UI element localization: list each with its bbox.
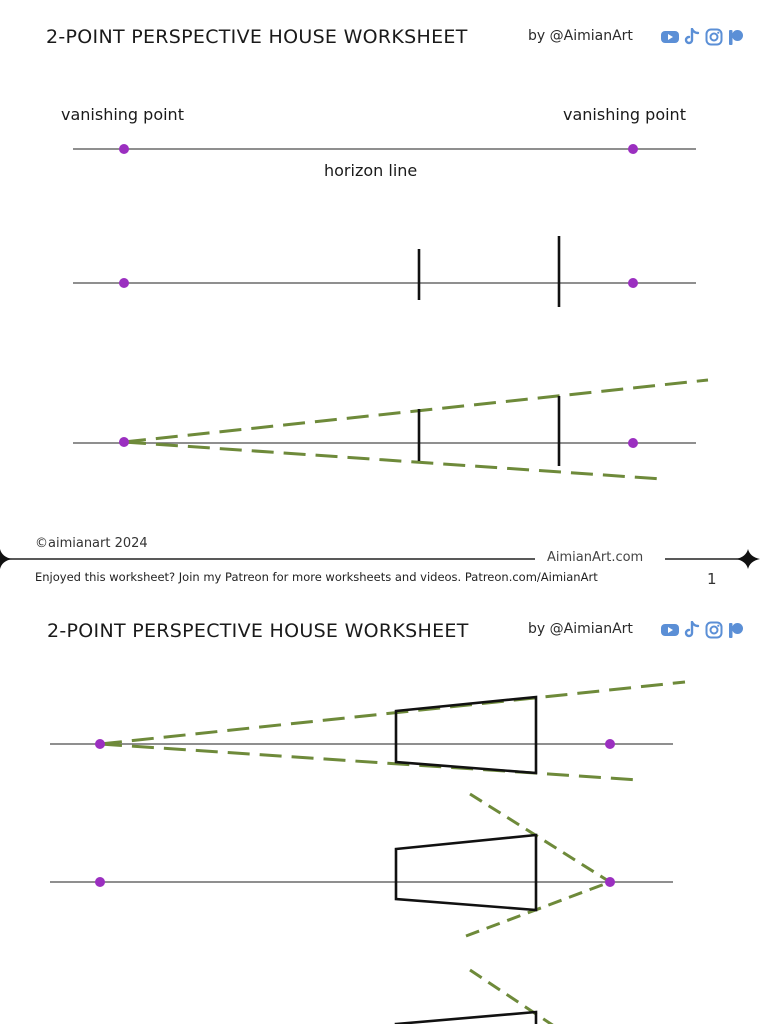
guide-line-upper-a — [99, 680, 686, 746]
patreon-icon[interactable] — [728, 622, 744, 639]
sparkle-right-icon — [736, 549, 760, 569]
youtube-icon[interactable] — [661, 622, 679, 638]
vanishing-point-right-2 — [628, 278, 638, 288]
vanishing-point-left-a — [95, 739, 105, 749]
house-block-a — [394, 695, 538, 775]
vanishing-point-right-1 — [628, 144, 638, 154]
guide-line-lower-b — [465, 880, 611, 938]
vanishing-point-left-label: vanishing point — [61, 105, 184, 124]
tiktok-icon[interactable] — [684, 621, 700, 639]
guide-line-upper-c — [469, 968, 554, 1024]
guide-line-lower-a — [99, 742, 640, 782]
tiktok-icon[interactable] — [684, 28, 700, 46]
house-block-c — [394, 1010, 538, 1024]
page-title: 2-POINT PERSPECTIVE HOUSE WORKSHEET — [46, 26, 468, 48]
youtube-icon[interactable] — [661, 29, 679, 45]
vanishing-point-right-b — [605, 877, 615, 887]
instagram-icon[interactable] — [705, 621, 723, 639]
guide-line-upper-3 — [123, 378, 709, 444]
social-icons-2 — [661, 621, 744, 639]
sparkle-left-icon — [0, 549, 12, 569]
horizon-line-label: horizon line — [324, 161, 418, 180]
vanishing-point-left-2 — [119, 278, 129, 288]
patreon-note[interactable]: Enjoyed this worksheet? Join my Patreon … — [35, 570, 598, 584]
guide-line-lower-3 — [123, 440, 663, 481]
vanishing-point-left-1 — [119, 144, 129, 154]
patreon-icon[interactable] — [728, 29, 744, 46]
author-byline-2: by @AimianArt — [528, 621, 633, 637]
site-url[interactable]: AimianArt.com — [547, 550, 644, 565]
page-title-2: 2-POINT PERSPECTIVE HOUSE WORKSHEET — [47, 620, 469, 642]
social-icons — [661, 28, 744, 46]
vanishing-point-right-label: vanishing point — [563, 105, 686, 124]
vanishing-point-left-b — [95, 877, 105, 887]
page-number: 1 — [707, 570, 717, 588]
instagram-icon[interactable] — [705, 28, 723, 46]
house-block-b — [394, 833, 538, 912]
vanishing-point-left-3 — [119, 437, 129, 447]
author-byline: by @AimianArt — [528, 28, 633, 44]
vanishing-point-right-3 — [628, 438, 638, 448]
guide-line-upper-b — [469, 792, 611, 884]
copyright-text: ©aimianart 2024 — [35, 536, 148, 551]
vanishing-point-right-a — [605, 739, 615, 749]
